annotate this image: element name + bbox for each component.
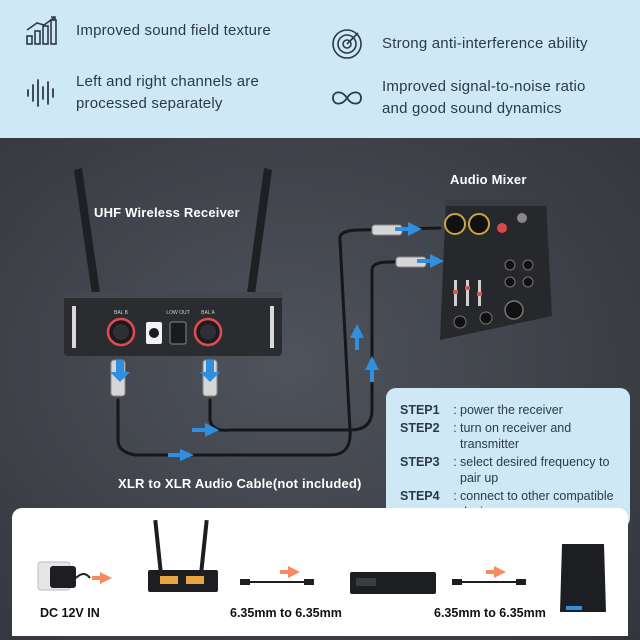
step-key: STEP1 [400, 403, 440, 417]
infinity-icon [330, 81, 364, 115]
feature-text: Improved sound field texture [76, 22, 271, 39]
receiver-ch-b-label: BAL B [114, 310, 129, 316]
step-key: STEP4 [400, 488, 440, 503]
step-item: STEP2: turn on receiver and transmitter [400, 420, 616, 453]
feature-text: Strong anti-interference ability [382, 35, 588, 52]
step-text: power the receiver [460, 403, 563, 417]
steps-box: STEP1: power the receiver STEP2: turn on… [386, 388, 630, 528]
receiver-io-label: LOW OUT [166, 310, 189, 316]
step-item: STEP3: select desired frequency to pair … [400, 454, 616, 487]
connection-strip [12, 508, 628, 636]
signal-rings-icon [330, 27, 364, 61]
feature-anti-interference: Strong anti-interference ability [330, 27, 588, 61]
power-label: DC 12V IN [40, 606, 100, 620]
step-item: STEP1: power the receiver [400, 402, 616, 419]
feature-channels: Left and right channels are processed se… [24, 71, 259, 115]
cable2-label: 6.35mm to 6.35mm [434, 606, 546, 620]
receiver-body [64, 292, 282, 356]
step-key: STEP3 [400, 454, 440, 469]
feature-text: Improved signal-to-noise ratio and good … [382, 78, 586, 117]
receiver-ch-a-label: BAL A [201, 310, 215, 316]
flow-arrows [110, 222, 444, 461]
feature-text: Left and right channels are processed se… [76, 73, 260, 112]
bar-chart-icon [24, 14, 58, 48]
cable1-label: 6.35mm to 6.35mm [230, 606, 342, 620]
step-text: turn on receiver and transmitter [460, 420, 572, 452]
waveform-icon [24, 76, 58, 110]
receiver-antenna-left [74, 168, 101, 302]
mixer-label: Audio Mixer [450, 172, 527, 187]
receiver-antenna-right [246, 168, 272, 302]
step-text: select desired frequency to pair up [460, 454, 610, 486]
step-key: STEP2 [400, 420, 440, 435]
feature-sound-field: Improved sound field texture [24, 14, 271, 48]
cable-label: XLR to XLR Audio Cable(not included) [118, 476, 362, 491]
features-band [0, 0, 640, 138]
feature-snr: Improved signal-to-noise ratio and good … [330, 76, 586, 120]
xlr-cables [116, 226, 442, 457]
receiver-label: UHF Wireless Receiver [94, 205, 240, 220]
audio-mixer [440, 200, 552, 340]
